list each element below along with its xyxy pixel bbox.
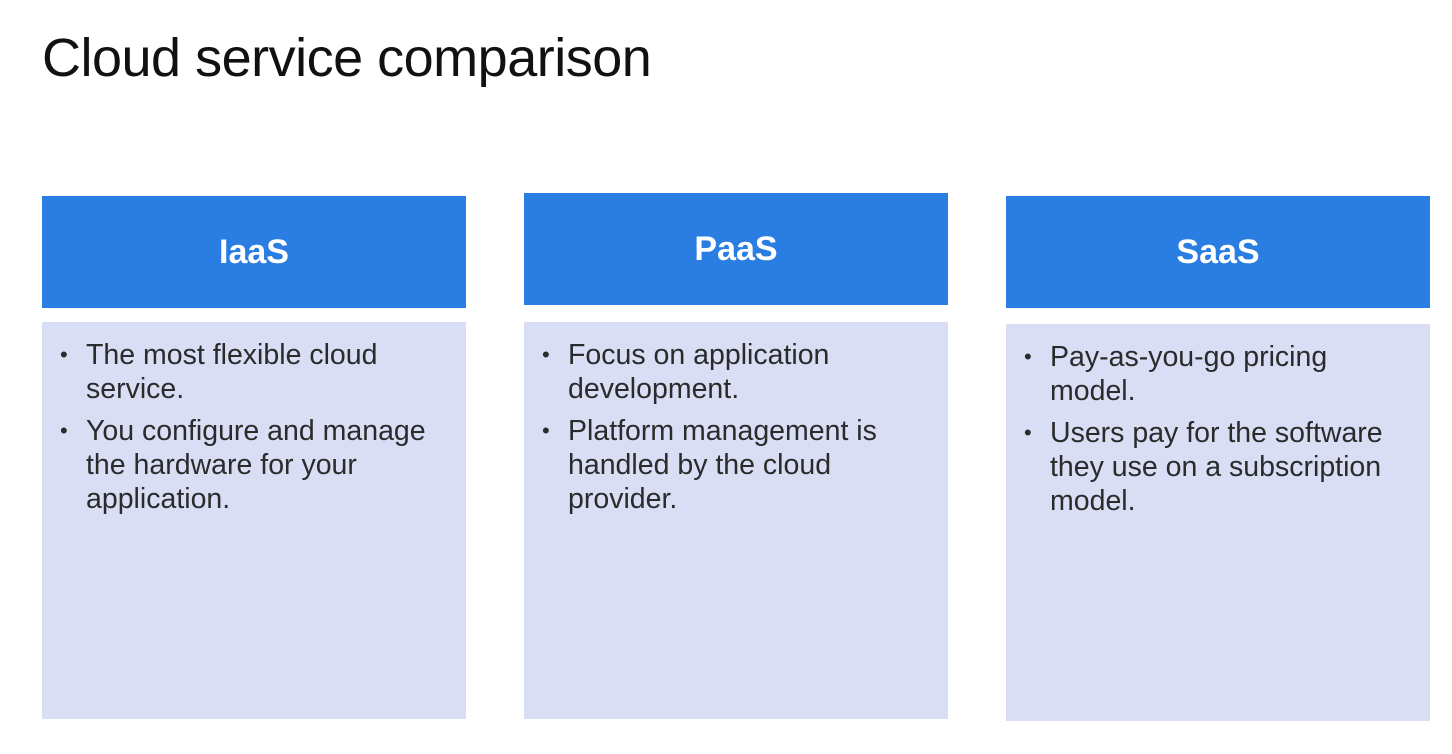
bullet-icon: • bbox=[1024, 344, 1032, 369]
paas-header: PaaS bbox=[524, 193, 948, 305]
bullet-icon: • bbox=[542, 418, 550, 443]
bullet-icon: • bbox=[60, 418, 68, 443]
bullet-text: You configure and manage the hardware fo… bbox=[86, 415, 426, 515]
bullet-icon: • bbox=[542, 342, 550, 367]
iaas-header: IaaS bbox=[42, 196, 466, 308]
bullet-text: Platform management is handled by the cl… bbox=[568, 415, 877, 515]
saas-bullet-2: • Users pay for the software they use on … bbox=[1020, 416, 1410, 518]
saas-bullet-list: • Pay-as-you-go pricing model. • Users pay… bbox=[1020, 340, 1410, 518]
saas-body: • Pay-as-you-go pricing model. • Users pay… bbox=[1006, 324, 1430, 721]
paas-bullet-2: • Platform management is handled by the c… bbox=[538, 414, 928, 516]
bullet-text: Focus on application development. bbox=[568, 339, 830, 405]
iaas-bullet-1: • The most flexible cloud service. bbox=[56, 338, 446, 406]
bullet-text: The most flexible cloud service. bbox=[86, 339, 378, 405]
bullet-text: Pay-as-you-go pricing model. bbox=[1050, 341, 1328, 407]
slide-title: Cloud service comparison bbox=[42, 28, 652, 88]
paas-body: • Focus on application development. • Plat… bbox=[524, 322, 948, 719]
paas-bullet-list: • Focus on application development. • Plat… bbox=[538, 338, 928, 516]
saas-bullet-1: • Pay-as-you-go pricing model. bbox=[1020, 340, 1410, 408]
bullet-text: Users pay for the software they use on a… bbox=[1050, 417, 1383, 517]
bullet-icon: • bbox=[1024, 420, 1032, 445]
bullet-icon: • bbox=[60, 342, 68, 367]
saas-header: SaaS bbox=[1006, 196, 1430, 308]
iaas-bullet-list: • The most flexible cloud service. • You c… bbox=[56, 338, 446, 516]
iaas-bullet-2: • You configure and manage the hardware f… bbox=[56, 414, 446, 516]
iaas-body: • The most flexible cloud service. • You c… bbox=[42, 322, 466, 719]
paas-bullet-1: • Focus on application development. bbox=[538, 338, 928, 406]
